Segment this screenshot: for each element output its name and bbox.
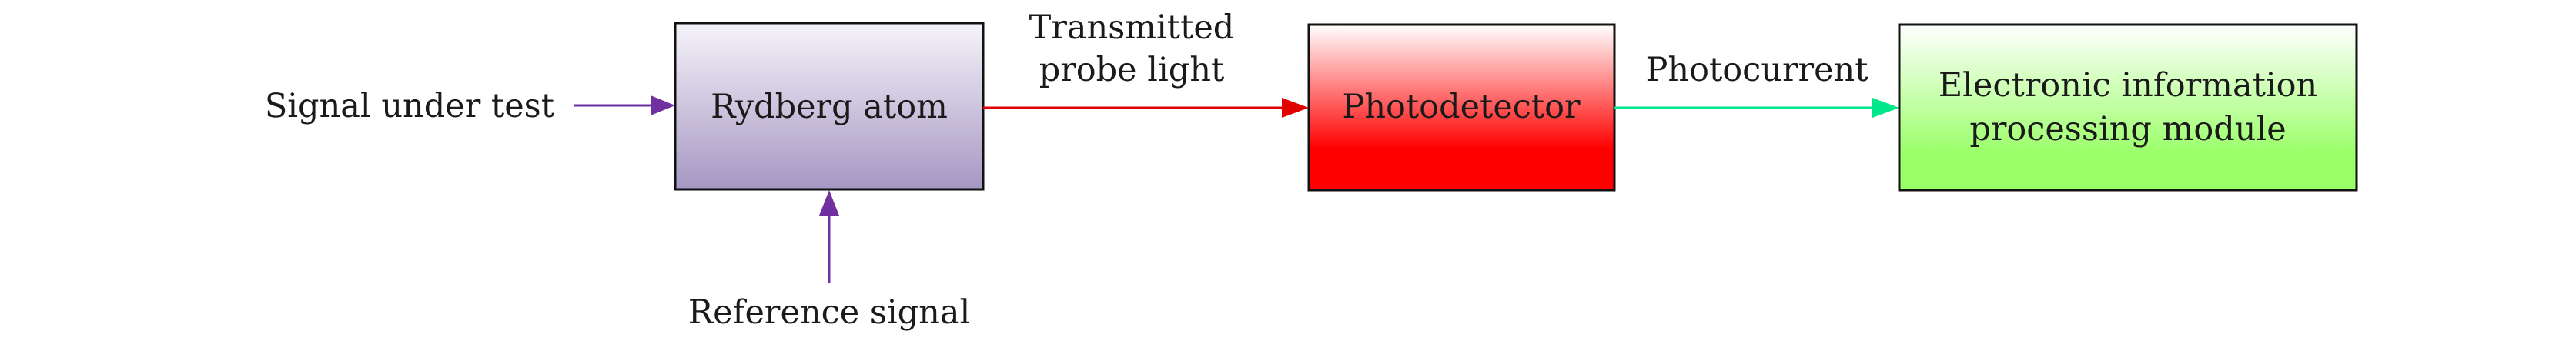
reference-signal-arrow <box>819 190 839 283</box>
probe-light-arrow <box>983 98 1309 118</box>
reference-signal-label: Reference signal <box>688 293 971 332</box>
signal-under-test-arrow <box>574 95 675 115</box>
rydberg-atom-block: Rydberg atom <box>674 22 985 191</box>
photodetector-block: Photodetector <box>1307 23 1616 192</box>
photocurrent-arrow <box>1614 98 1899 118</box>
processing-module-label-line2: processing module <box>1969 110 2286 149</box>
photodetector-label: Photodetector <box>1342 88 1581 126</box>
processing-module-block: Electronic information processing module <box>1898 23 2358 192</box>
processing-module-label-line1: Electronic information <box>1939 66 2317 105</box>
signal-under-test-label: Signal under test <box>265 87 554 125</box>
probe-light-label-line2: probe light <box>1039 51 1225 89</box>
photocurrent-label: Photocurrent <box>1646 51 1868 89</box>
rydberg-atom-label: Rydberg atom <box>711 88 948 126</box>
probe-light-label-line1: Transmitted <box>1029 8 1235 47</box>
